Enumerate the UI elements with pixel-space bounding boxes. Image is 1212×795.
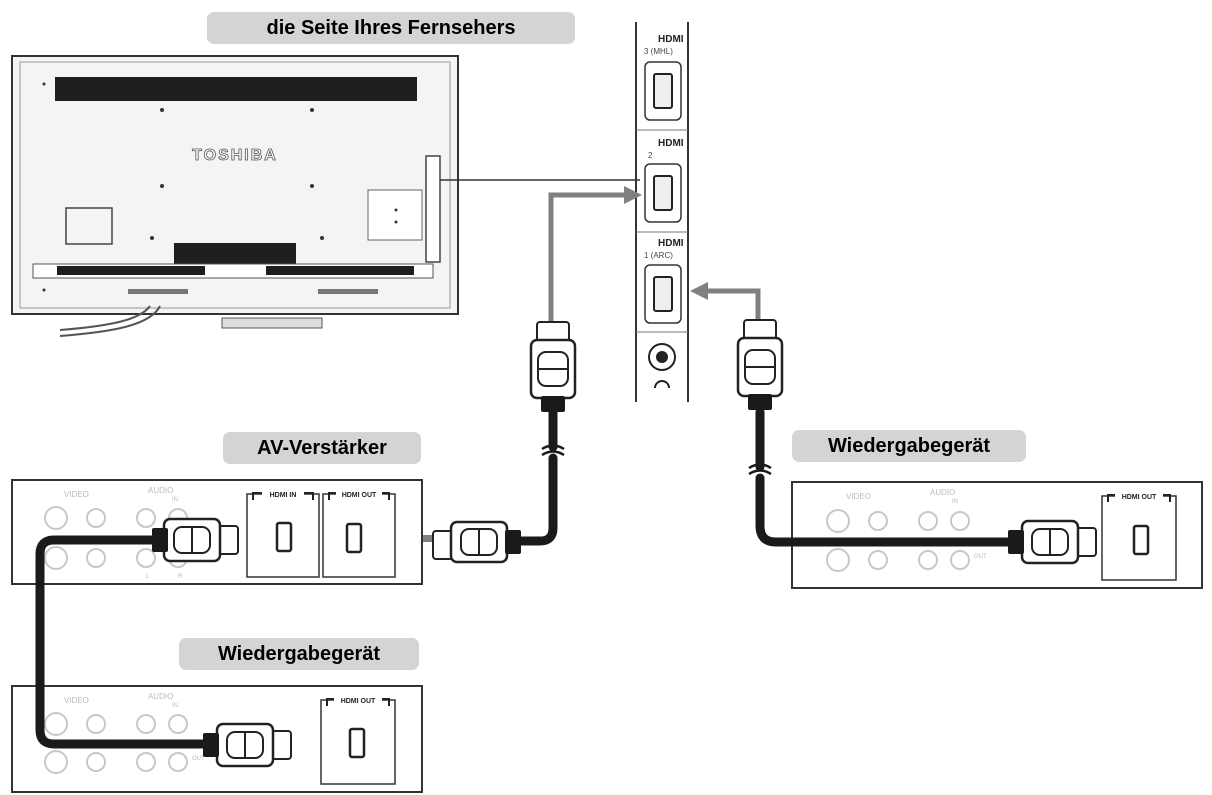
cable-break-marks (541, 444, 772, 476)
svg-text:OUT: OUT (974, 554, 987, 560)
svg-text:R: R (178, 574, 183, 580)
svg-text:VIDEO: VIDEO (846, 492, 871, 501)
hdmi-plug (1008, 519, 1097, 565)
svg-text:AUDIO: AUDIO (930, 488, 955, 497)
tv-back: TOSHIBA (11, 55, 640, 337)
hdmi-cables (35, 407, 1013, 749)
svg-text:VIDEO: VIDEO (64, 490, 89, 499)
tv-brand-logo: TOSHIBA (192, 147, 278, 164)
hdmi-plug (432, 520, 521, 564)
tv-side-panel: HDMI 3 (MHL) HDMI 2 HDMI 1 (ARC) (635, 22, 689, 402)
hdmi-plug (203, 722, 292, 768)
hdmi1-label: HDMI (658, 238, 684, 249)
hdmi-out-label-bottom: HDMI OUT (341, 698, 376, 705)
hdmi3-label: HDMI (658, 34, 684, 45)
hdmi3-sublabel: 3 (MHL) (644, 47, 673, 56)
label-av-amplifier: AV-Verstärker (223, 432, 421, 464)
label-player-right: Wiedergabegerät (792, 430, 1026, 462)
svg-text:IN: IN (172, 497, 178, 503)
hdmi1-sublabel: 1 (ARC) (644, 251, 673, 260)
hdmi2-sublabel: 2 (648, 151, 653, 160)
hdmi-plug (736, 319, 784, 410)
svg-text:VIDEO: VIDEO (64, 696, 89, 705)
svg-text:AUDIO: AUDIO (148, 692, 173, 701)
hdmi-out-label-right: HDMI OUT (1122, 494, 1157, 501)
svg-text:IN: IN (952, 499, 958, 505)
headphone-icon (654, 380, 670, 389)
label-player-bottom: Wiedergabegerät (179, 638, 419, 670)
svg-text:AUDIO: AUDIO (148, 486, 173, 495)
hdmi-in-label: HDMI IN (270, 492, 297, 499)
hdmi-plug (529, 321, 577, 412)
svg-text:IN: IN (172, 703, 178, 709)
hdmi-out-label-amp: HDMI OUT (342, 492, 377, 499)
player-right-box: VIDEO AUDIO IN OUT HDMI OUT (791, 481, 1203, 589)
hdmi-plug (152, 517, 239, 563)
label-tv-side: die Seite Ihres Fernsehers (207, 12, 575, 44)
hdmi2-label: HDMI (658, 138, 684, 149)
svg-text:L: L (146, 574, 150, 580)
svg-text:OUT: OUT (192, 756, 205, 762)
